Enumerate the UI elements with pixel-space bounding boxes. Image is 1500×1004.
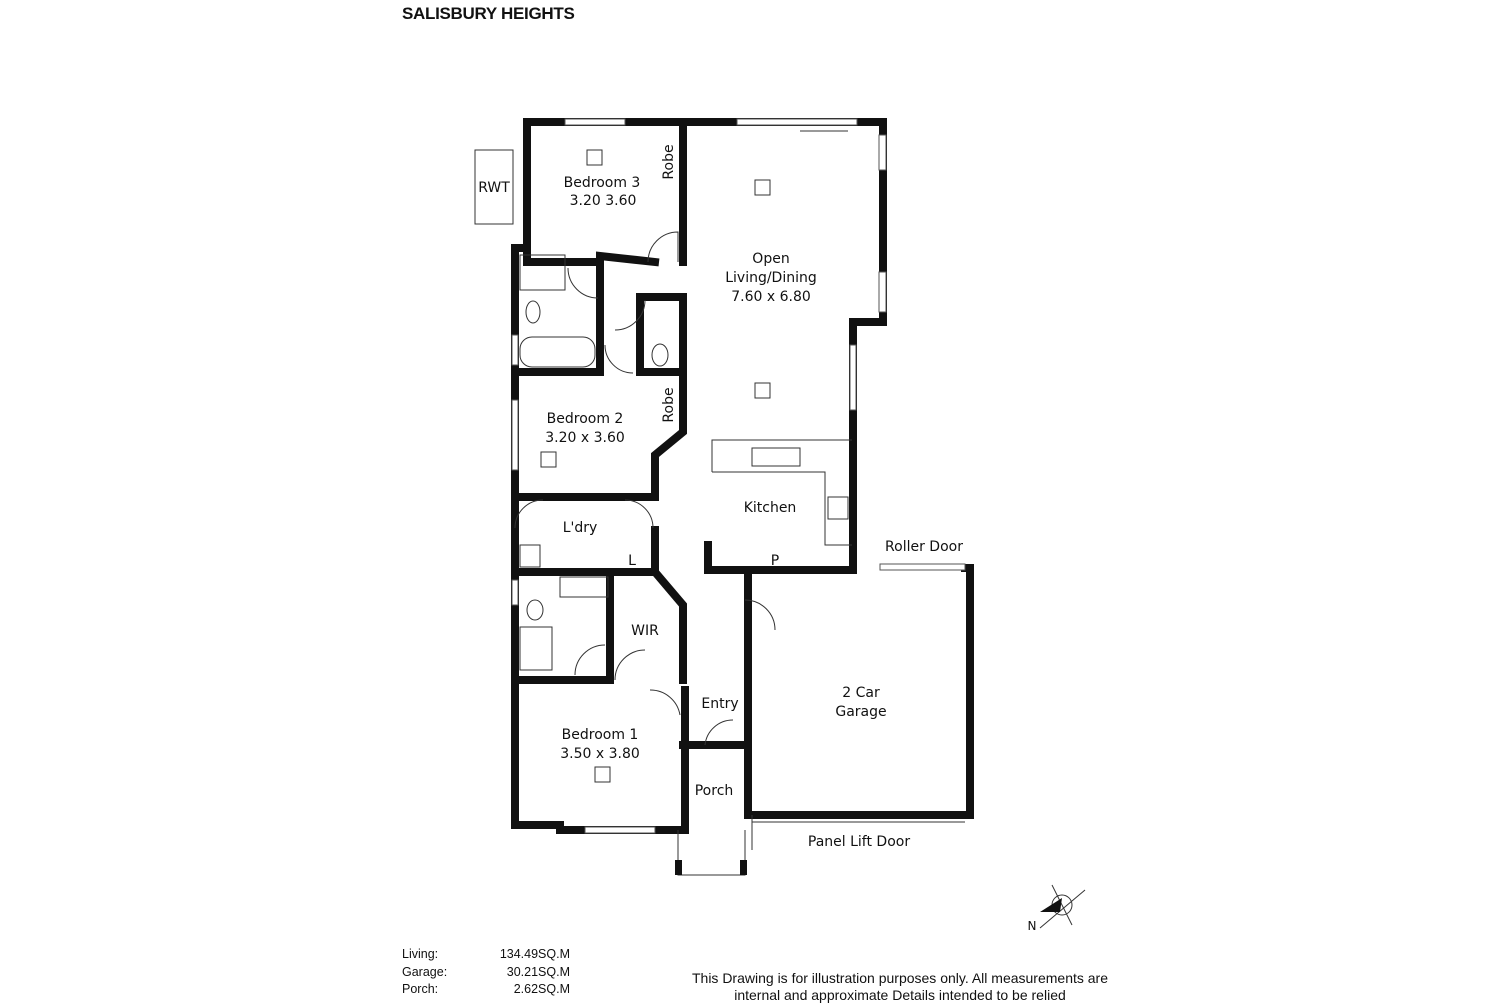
door-swings: [514, 231, 776, 746]
linen-label: L: [628, 553, 636, 569]
laundry-label: L'dry: [563, 520, 598, 536]
kitchen-bench: [711, 439, 852, 472]
rwt-label: RWT: [478, 180, 510, 196]
area-value: 2.62SQ.M: [513, 982, 570, 996]
area-value: 30.21SQ.M: [506, 964, 570, 979]
area-row: Living: 134.49SQ.M: [402, 946, 570, 964]
bedroom2-dims: 3.20 x 3.60: [545, 430, 625, 446]
wir-label: WIR: [631, 623, 659, 639]
bedroom1-dims: 3.50 x 3.80: [560, 746, 640, 762]
robe-label: Robe: [661, 144, 677, 179]
bedroom2-label: Bedroom 2: [547, 411, 624, 427]
disclaimer: This Drawing is for illustration purpose…: [691, 970, 1109, 1003]
rainwater-tank: [474, 149, 514, 225]
entry-label: Entry: [701, 696, 738, 712]
plan-title: SALISBURY HEIGHTS: [402, 4, 575, 23]
area-value: 134.49SQ.M: [499, 947, 570, 961]
windows: [511, 118, 966, 876]
ensuite-shower-icon: [519, 626, 553, 671]
pantry-label: P: [771, 553, 779, 569]
basin-icon: [525, 300, 541, 324]
area-label: Living:: [402, 947, 439, 961]
robe-label-2: Robe: [661, 387, 677, 422]
area-label: Porch:: [402, 982, 439, 996]
kitchen-label: Kitchen: [744, 500, 797, 516]
bath-icon: [519, 336, 596, 368]
bedroom3-label: Bedroom 3: [564, 175, 641, 191]
laundry-tub-icon: [519, 544, 541, 568]
toilet-icon: [651, 343, 669, 367]
walls: [511, 118, 974, 834]
area-row: Garage: 30.21SQ.M: [402, 964, 570, 982]
cooktop-icon: [827, 496, 849, 520]
bedroom1-label: Bedroom 1: [562, 727, 639, 743]
bedroom3-dims: 3.20 3.60: [570, 193, 637, 209]
area-label: Garage:: [402, 964, 448, 979]
panel-lift-door-label: Panel Lift Door: [808, 834, 910, 850]
ensuite-toilet-icon: [526, 599, 544, 621]
living-dims: 7.60 x 6.80: [731, 289, 811, 305]
sink-icon: [751, 447, 801, 467]
shower-icon: [519, 254, 566, 291]
ceiling-light-icons: [540, 149, 771, 783]
area-row: Porch: 2.62SQ.M: [402, 981, 570, 999]
area-summary: Living: 134.49SQ.M Garage: 30.21SQ.M Porch…: [402, 946, 570, 999]
porch-label: Porch: [695, 783, 734, 799]
roller-door-label: Roller Door: [885, 539, 963, 555]
garage-label-1: 2 Car: [842, 685, 880, 701]
compass-north-label: N: [1028, 919, 1037, 933]
living-label-2: Living/Dining: [725, 270, 817, 286]
garage-label-2: Garage: [835, 704, 886, 720]
vanity-icon: [559, 576, 609, 598]
living-label-1: Open: [752, 251, 789, 267]
compass-icon: [1039, 884, 1086, 929]
